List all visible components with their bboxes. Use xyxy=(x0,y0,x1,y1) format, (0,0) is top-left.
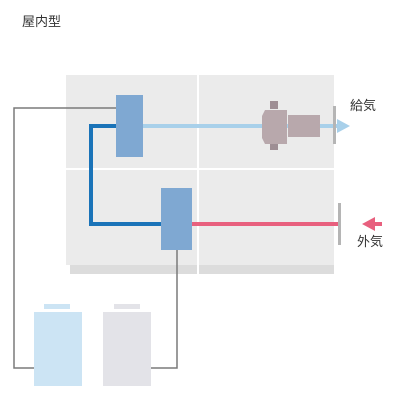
tank-gray xyxy=(103,304,151,386)
fan-icon xyxy=(262,101,320,150)
page-title: 屋内型 xyxy=(22,15,62,30)
tank-icon xyxy=(114,304,140,309)
tank-icon xyxy=(44,304,70,309)
control-wire-right xyxy=(151,250,178,369)
control-wires xyxy=(13,107,178,369)
damper-icon xyxy=(333,106,336,144)
outside-air-arrow xyxy=(192,217,382,231)
supply-air-label: 給気 xyxy=(350,99,377,114)
control-wire-left xyxy=(13,107,116,369)
coil-icon xyxy=(161,188,192,250)
refrigerant-pipe xyxy=(89,124,161,226)
unit-housing xyxy=(66,75,334,274)
tank-light-blue xyxy=(34,304,82,386)
outside-air-label: 外気 xyxy=(357,235,384,250)
coil-icon xyxy=(116,95,143,157)
damper-icon xyxy=(338,203,341,245)
